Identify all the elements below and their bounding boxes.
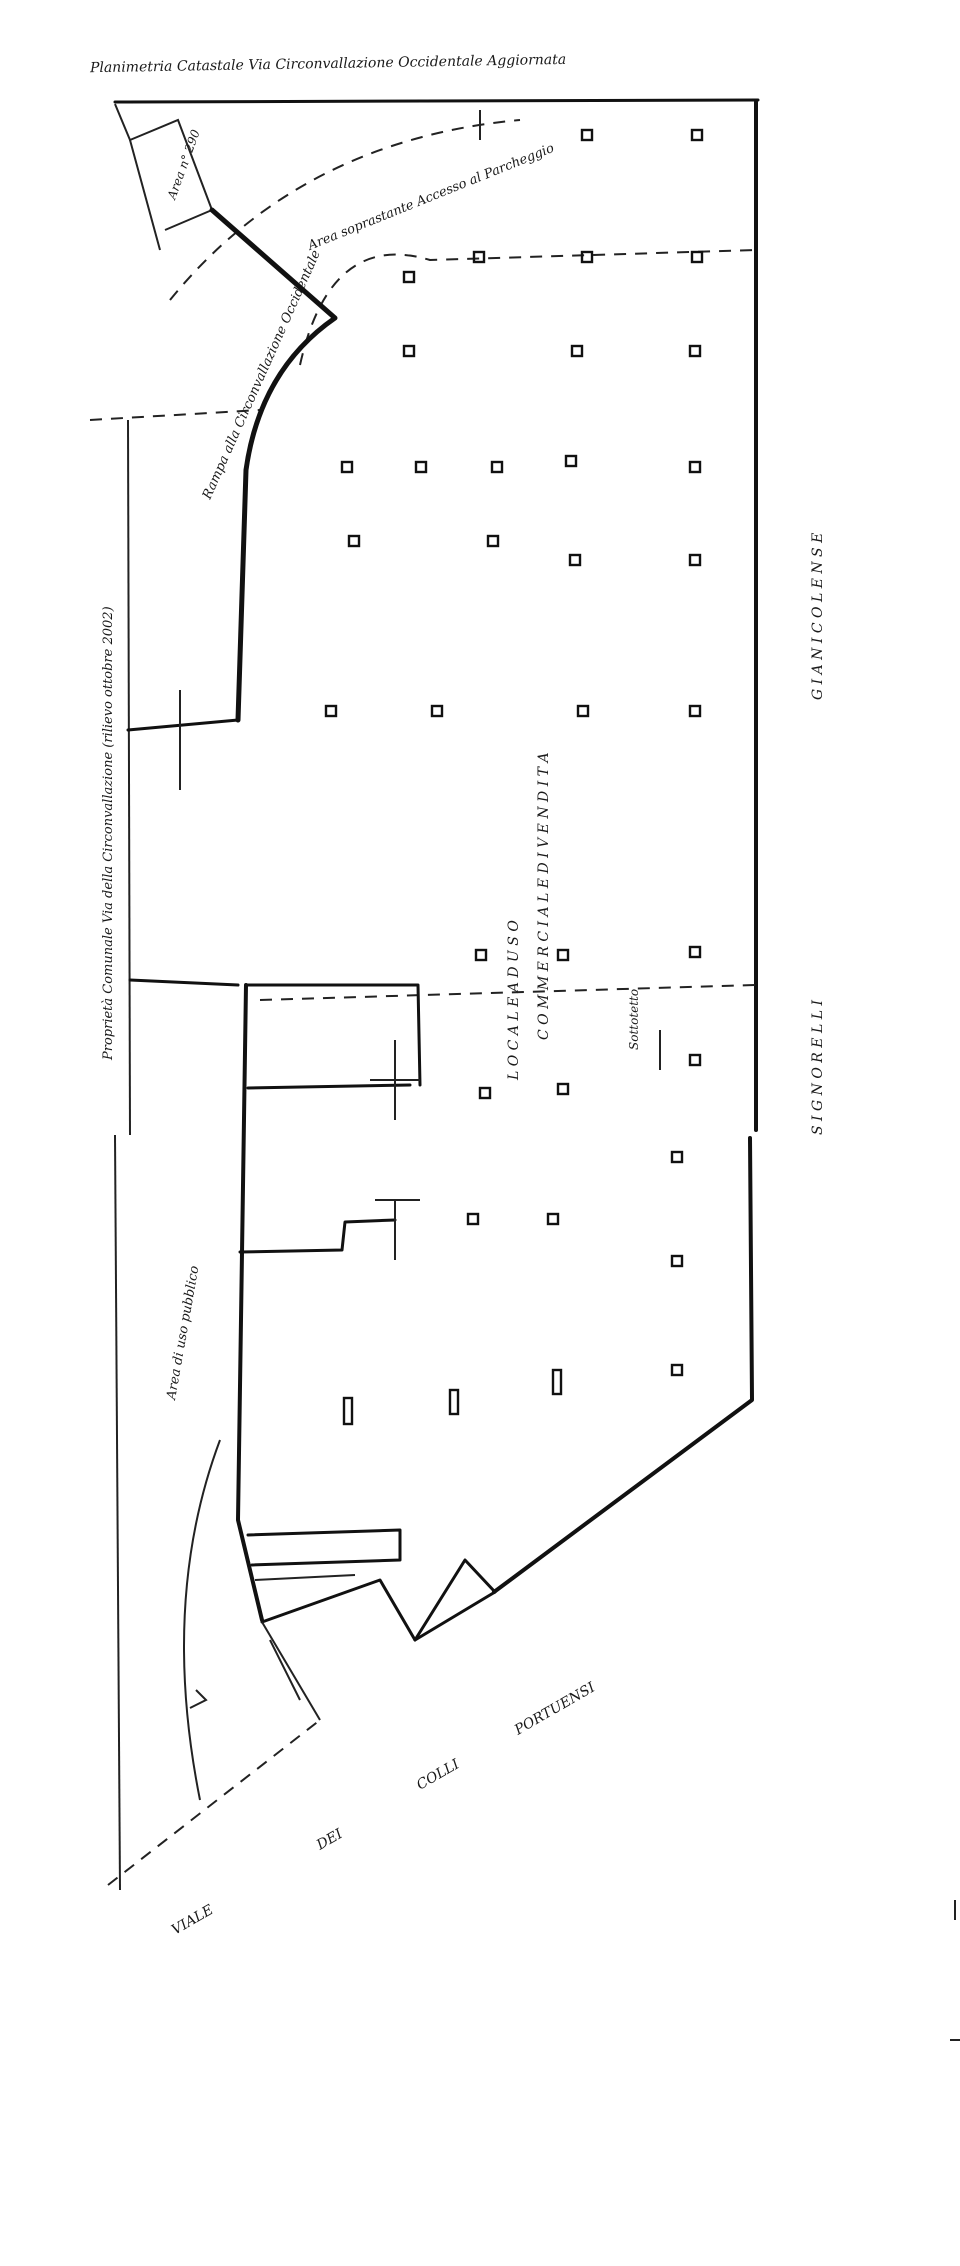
center-label-line1: L O C A L E A D U S O [506, 920, 522, 1081]
left-vertical-lower-label: Area di uso pubblico [164, 1264, 203, 1401]
left-vertical-long-label: Proprietà Comunale Via della Circonvalla… [101, 606, 116, 1061]
scale-mark [950, 1900, 960, 2041]
street-bottom-2: DEI [313, 1826, 346, 1854]
dimension-ticks [179, 110, 661, 1260]
boundary-lines [89, 98, 760, 1891]
area-number-label: Area n° 290 [164, 127, 203, 202]
curve-upper-label: Area soprastante Accesso al Parcheggio [305, 141, 557, 254]
street-right-lower: S I G N O R E L L I [810, 1000, 826, 1135]
street-bottom-1: VIALE [169, 1902, 216, 1938]
curve-lower-label: Rampa alla Circonvallazione Occidentale [200, 248, 324, 503]
street-right-upper: G I A N I C O L E N S E [810, 533, 826, 700]
street-bottom-4: PORTUENSI [511, 1679, 598, 1739]
top-note: Planimetria Catastale Via Circonvallazio… [89, 52, 566, 76]
building-walls [126, 207, 497, 1721]
small-dimension-label: Sottotetto [627, 989, 641, 1050]
center-label-line2: C O M M E R C I A L E D I V E N D I T A [536, 752, 552, 1040]
pillar-grid [324, 128, 704, 1426]
street-bottom-3: COLLI [414, 1756, 463, 1793]
